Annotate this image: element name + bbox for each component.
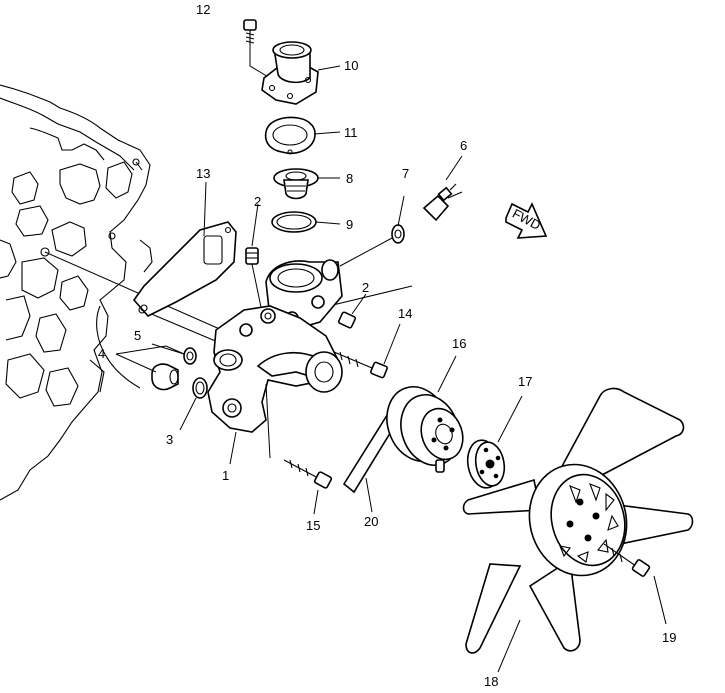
spacer-17 [466,395,523,489]
gasket-13 [132,221,237,317]
callout-5: 5 [134,328,141,343]
bolt-15 [265,383,333,515]
callout-20: 20 [364,514,378,529]
leader-lines [203,65,341,465]
bolt-12 [243,19,279,87]
thermostat-cover-10 [261,41,319,105]
callout-18: 18 [484,674,498,688]
bolt-19 [603,543,667,625]
washer-7 [339,195,405,267]
callout-labels: 12 10 11 8 9 13 2 7 6 2 14 5 4 3 1 16 17… [98,2,676,689]
thermostat-8 [273,168,319,200]
bolt-14 [333,323,401,379]
pulley-16 [386,355,464,473]
water-pump-1 [207,305,343,433]
fan-18 [462,387,694,673]
callout-6: 6 [460,138,467,153]
callout-11: 11 [344,125,358,140]
callout-7: 7 [402,166,409,181]
sensor-6 [422,155,463,222]
callout-1: 1 [222,468,229,483]
callout-16: 16 [452,336,466,351]
callout-2-top: 2 [254,194,261,209]
gasket-11 [264,116,316,155]
callout-19: 19 [662,630,676,645]
callout-2-right: 2 [362,280,369,295]
callout-15: 15 [306,518,320,533]
callout-13: 13 [196,166,210,181]
engine-block [0,84,153,501]
callout-12: 12 [196,2,210,17]
fwd-direction-arrow: FWD [505,202,548,239]
callout-8: 8 [346,171,353,186]
o-ring-3 [179,377,208,431]
plug-2-right [337,293,367,329]
callout-17: 17 [518,374,532,389]
callout-3: 3 [166,432,173,447]
callout-10: 10 [344,58,358,73]
plug-2-top [245,247,263,313]
o-ring-9 [271,211,317,233]
callout-9: 9 [346,217,353,232]
callout-4: 4 [98,346,105,361]
o-ring-5 [151,343,197,365]
callout-14: 14 [398,306,412,321]
plug-4 [115,345,185,391]
